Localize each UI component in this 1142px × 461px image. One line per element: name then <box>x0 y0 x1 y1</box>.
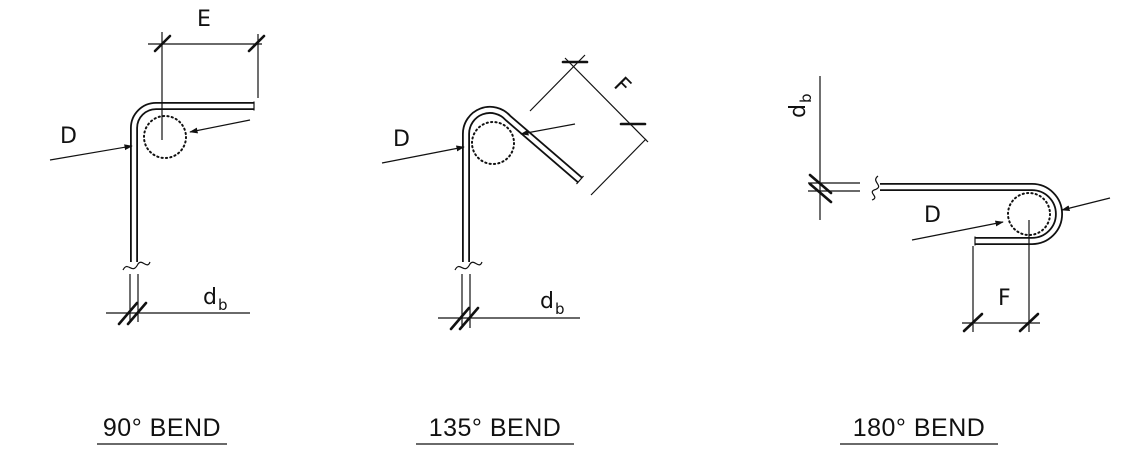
bend-180-bar-size-label: db <box>786 94 815 119</box>
bend-135-bar-size-label: db <box>540 289 565 318</box>
bend-180-diameter-label: D <box>924 203 941 228</box>
bend-135-length-dimension <box>529 54 649 196</box>
bend-135-diameter-arrow-left <box>381 145 465 164</box>
bend-135-diameter-arrow-right <box>520 123 576 136</box>
bend-180-break-mark <box>871 175 880 201</box>
bend-90-bar-dimension <box>106 274 250 326</box>
bend-135-length-label: F <box>609 73 636 100</box>
bend-135-caption: 135° BEND <box>429 414 562 442</box>
bend-180-figure: F D db 180° BEND <box>786 76 1111 445</box>
bend-90-bar-size-label: db <box>203 285 228 314</box>
bend-90-length-dimension <box>148 32 266 140</box>
bend-90-bar <box>130 101 255 262</box>
bend-180-length-label: F <box>998 286 1011 311</box>
bend-90-figure: E D db 90° BEND <box>49 7 266 445</box>
bend-180-diameter-arrow-left <box>911 220 1004 241</box>
bend-90-diameter-arrow-right <box>189 119 251 134</box>
bend-135-bar-dimension <box>438 274 580 331</box>
bend-135-break-mark <box>454 261 483 271</box>
bend-90-diameter-arrow-left <box>49 144 133 161</box>
bend-135-bar <box>461 105 584 262</box>
bend-180-caption: 180° BEND <box>853 414 986 442</box>
bend-180-bar-dimension <box>808 76 860 220</box>
bend-90-break-mark <box>122 261 151 271</box>
bend-180-diameter-arrow-right <box>1061 197 1111 212</box>
bend-180-length-dimension <box>962 220 1040 333</box>
bend-135-mandrel-circle <box>471 121 515 165</box>
bend-135-figure: F D db 135° BEND <box>381 54 649 445</box>
bend-90-caption: 90° BEND <box>103 414 221 442</box>
bend-90-mandrel-circle <box>143 115 187 159</box>
bend-180-bar <box>880 183 1063 246</box>
bend-90-length-label: E <box>197 7 211 32</box>
bend-135-diameter-label: D <box>393 127 410 152</box>
bend-90-diameter-label: D <box>60 124 77 149</box>
